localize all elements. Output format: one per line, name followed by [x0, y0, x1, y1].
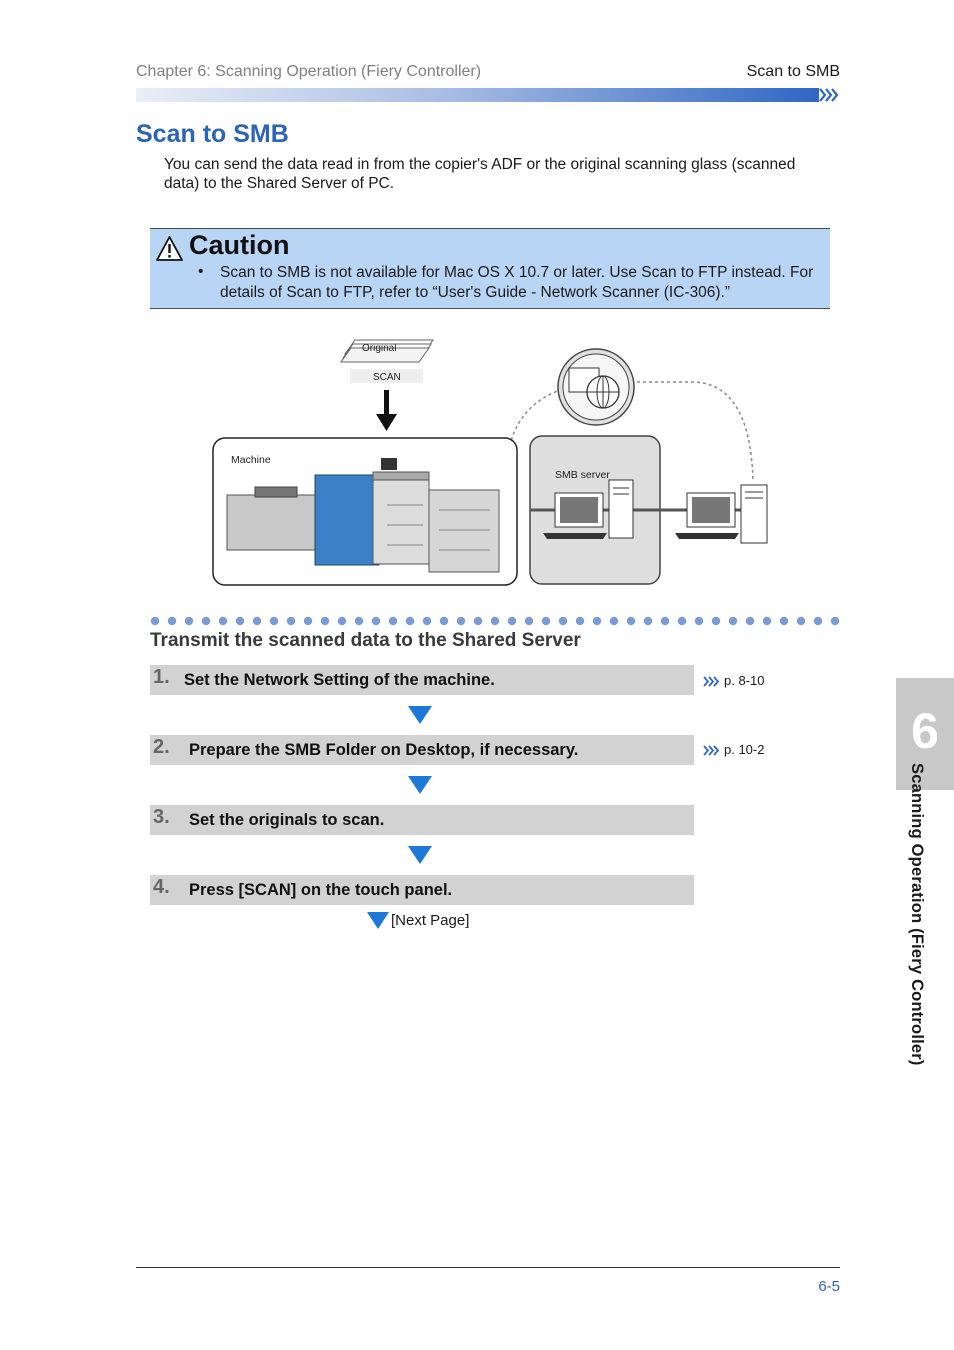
scan-label: SCAN: [373, 372, 401, 383]
page-title: Scan to SMB: [136, 120, 289, 148]
chapter-number: 6: [911, 703, 939, 759]
caution-text: Scan to SMB is not available for Mac OS …: [220, 264, 814, 301]
step-number: 4.: [153, 876, 170, 898]
flow-down-triangle-icon: [408, 846, 432, 864]
step-text: Press [SCAN] on the touch panel.: [189, 881, 453, 899]
desktop-computer-icon: [675, 484, 768, 544]
next-page-triangle-icon: [367, 912, 389, 929]
paper-stack-icon: [340, 339, 434, 363]
page-number: 6-5: [818, 1278, 840, 1295]
step-4: 4. Press [SCAN] on the touch panel.: [150, 875, 694, 905]
step-2: 2. Prepare the SMB Folder on Desktop, if…: [150, 735, 694, 765]
next-page-label[interactable]: [Next Page]: [391, 912, 470, 929]
next-page-indicator[interactable]: [Next Page]: [367, 912, 469, 929]
intro-paragraph: You can send the data read in from the c…: [164, 156, 796, 192]
down-arrow-icon: [376, 390, 397, 431]
page-reference-link[interactable]: p. 10-2: [703, 742, 764, 757]
dotted-divider: [150, 616, 840, 626]
step-number: 3.: [153, 806, 170, 828]
desktop-computer-icon: [543, 479, 634, 539]
step-text: Set the Network Setting of the machine.: [184, 671, 495, 689]
chapter-tab-label: Scanning Operation (Fiery Controller): [908, 763, 926, 1066]
reference-arrows-icon: [703, 745, 720, 756]
step-number: 1.: [153, 666, 170, 688]
footer-rule: [136, 1267, 840, 1268]
reference-arrows-icon: [703, 676, 720, 687]
step-text: Set the originals to scan.: [189, 811, 385, 829]
scan-to-smb-diagram: Original SCAN Machine SMB server: [212, 339, 768, 586]
step-1: 1. Set the Network Setting of the machin…: [150, 665, 694, 695]
folder-network-icon: [557, 348, 635, 426]
printer-machine-icon: [226, 458, 500, 573]
section-title: Transmit the scanned data to the Shared …: [150, 630, 581, 651]
original-label: Original: [362, 343, 396, 354]
flow-down-triangle-icon: [408, 706, 432, 724]
caution-title: Caution: [189, 230, 290, 260]
reference-text[interactable]: p. 8-10: [724, 673, 765, 688]
bullet-marker: •: [198, 263, 204, 280]
step-number: 2.: [153, 736, 170, 758]
flow-down-triangle-icon: [408, 776, 432, 794]
reference-text[interactable]: p. 10-2: [724, 742, 765, 757]
section-header: Scan to SMB: [746, 63, 840, 80]
header-arrows-icon: [819, 88, 839, 102]
step-text: Prepare the SMB Folder on Desktop, if ne…: [189, 741, 579, 759]
chapter-tab: 6: [896, 678, 954, 790]
step-3: 3. Set the originals to scan.: [150, 805, 694, 835]
machine-label: Machine: [231, 454, 271, 466]
smb-server-label: SMB server: [555, 469, 610, 481]
warning-triangle-icon: [156, 236, 183, 261]
page-reference-link[interactable]: p. 8-10: [703, 673, 764, 688]
caution-box: Caution • Scan to SMB is not available f…: [150, 228, 830, 309]
header-gradient-bar: [136, 88, 819, 102]
chapter-header: Chapter 6: Scanning Operation (Fiery Con…: [136, 63, 482, 80]
